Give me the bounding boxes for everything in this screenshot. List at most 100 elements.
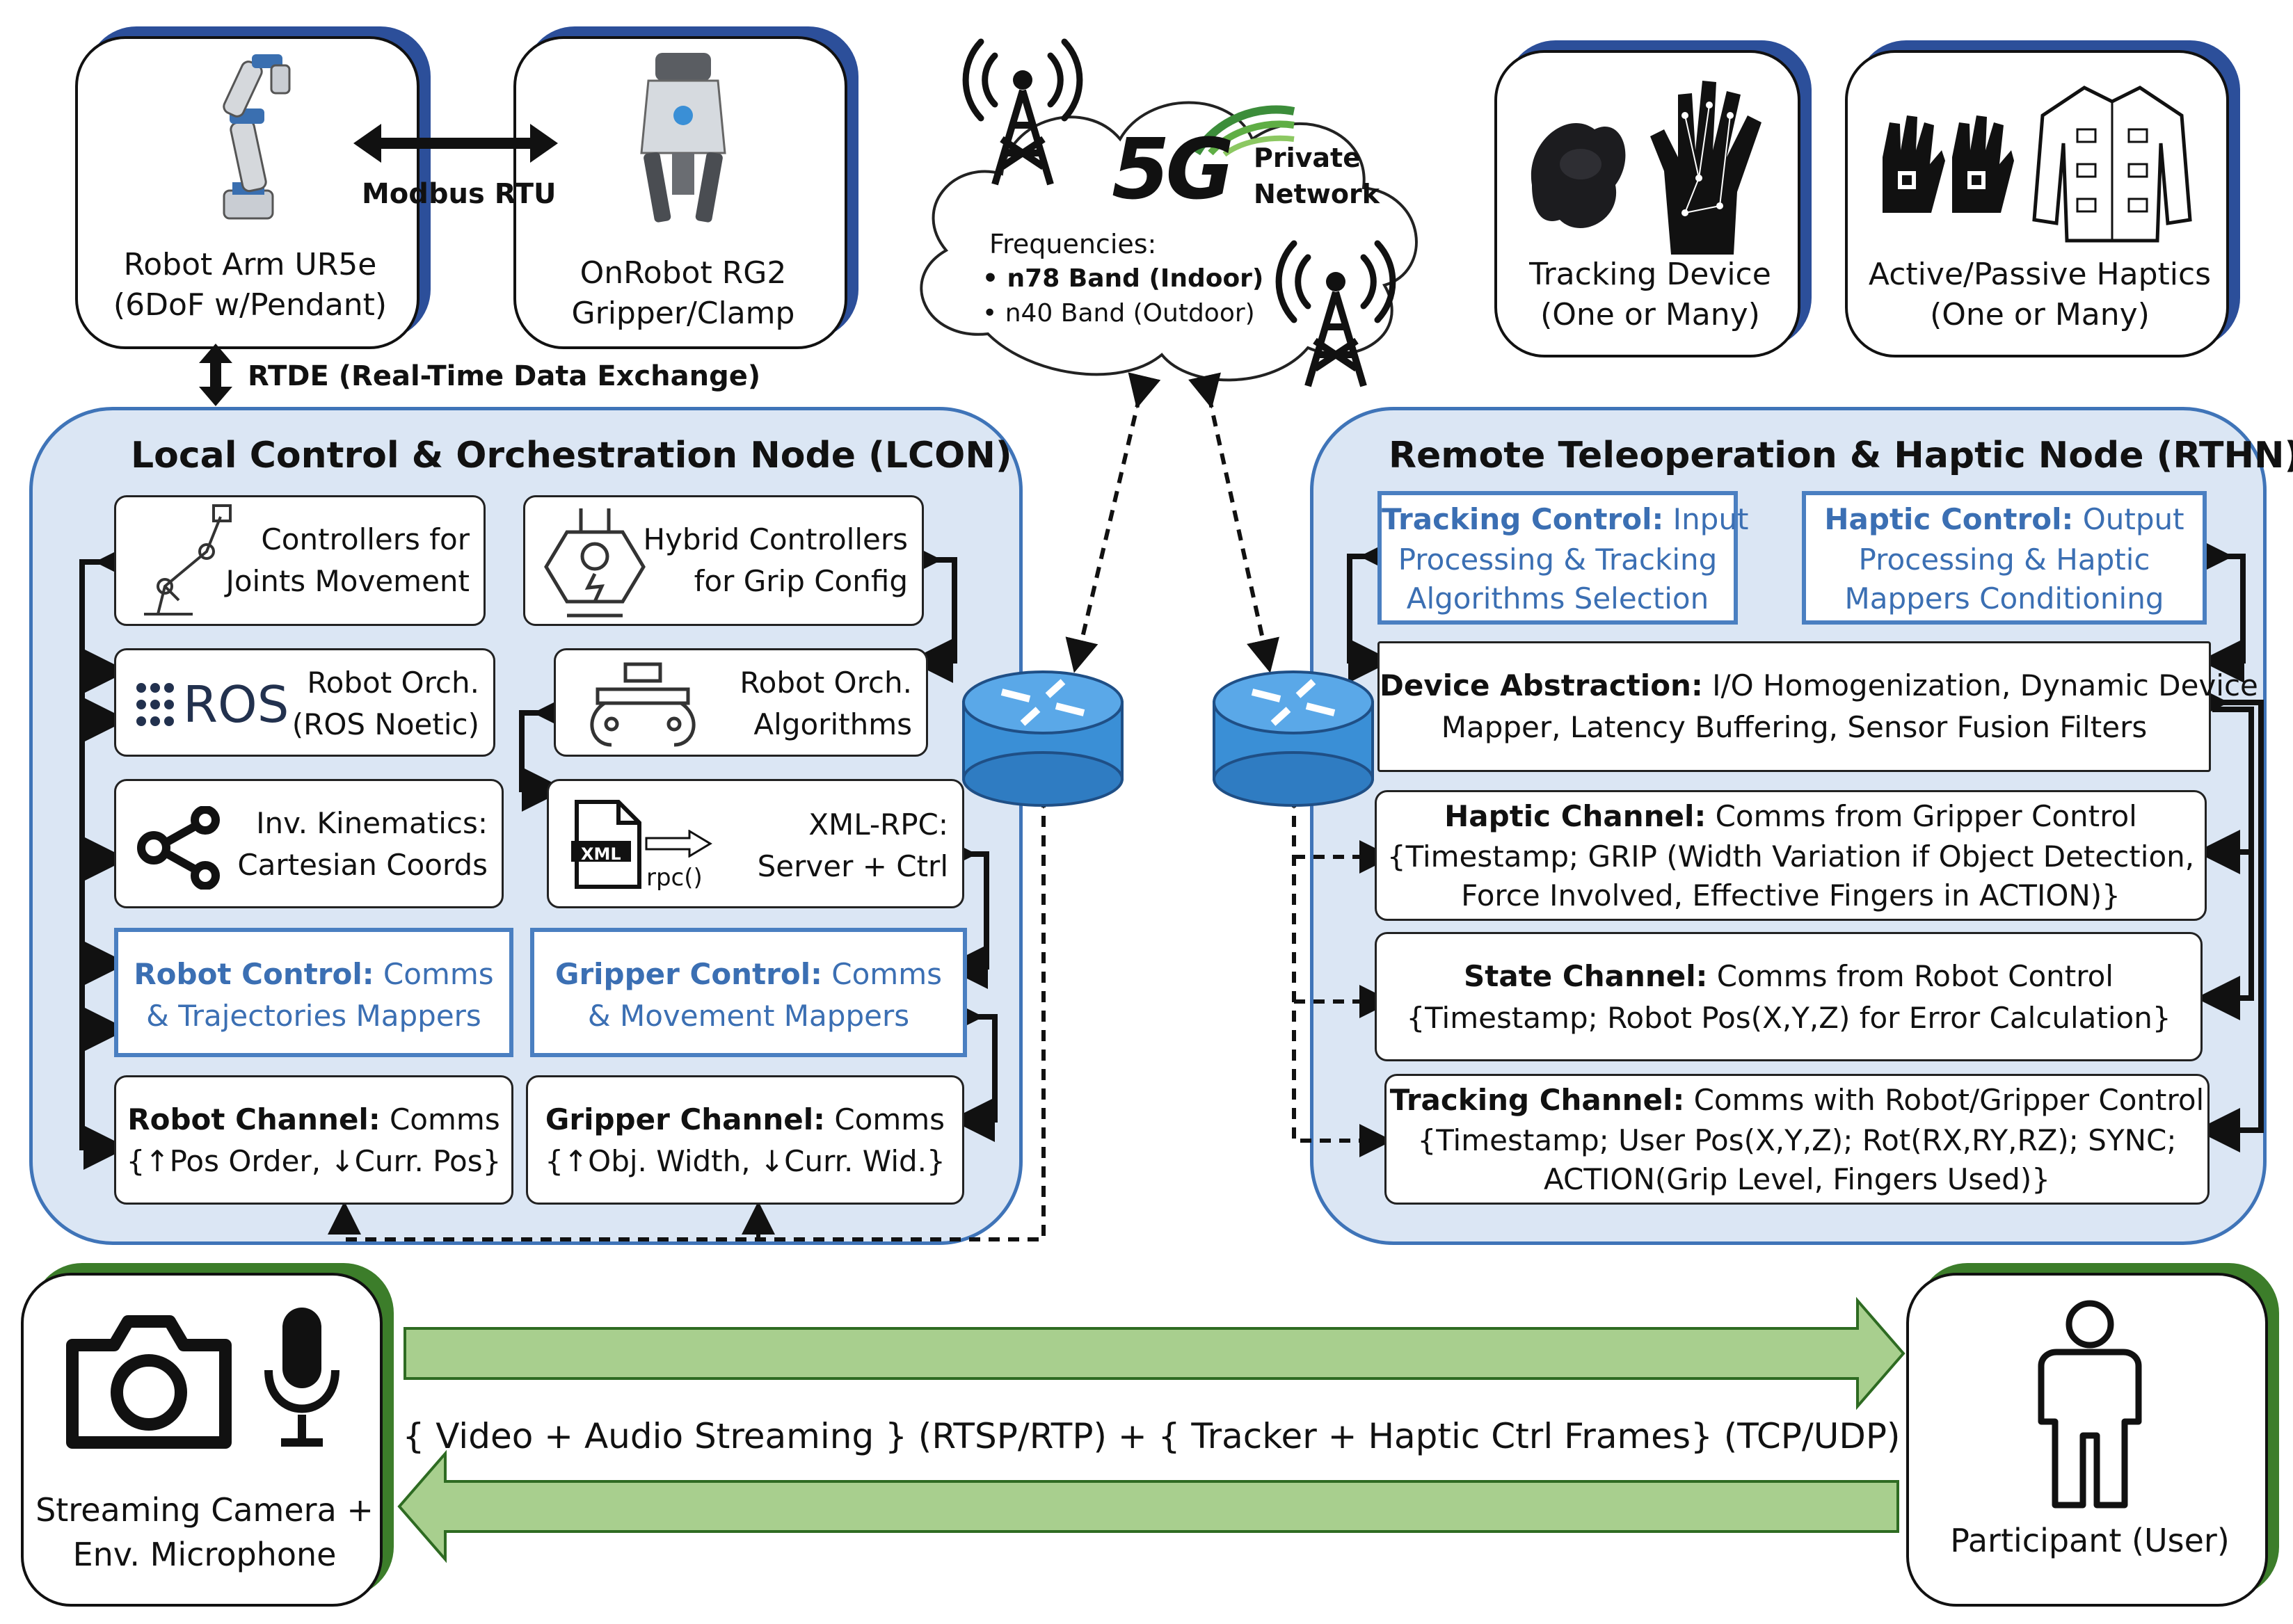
ik-label-2: Cartesian Coords xyxy=(237,848,488,882)
rthn-title: Remote Teleoperation & Haptic Node (RTHN… xyxy=(1389,435,2293,476)
tracking-channel-line2: {Timestamp; User Pos(X,Y,Z); Rot(RX,RY,R… xyxy=(1417,1123,2177,1157)
device-abstraction-bold: Device Abstraction: xyxy=(1380,668,1703,702)
hybrid-label-1: Hybrid Controllers xyxy=(643,522,908,556)
5g-waves-icon xyxy=(1192,105,1295,157)
tracking-control-line1: Tracking Control: Input xyxy=(1382,499,1748,540)
xmlrpc-label-2: Server + Ctrl xyxy=(757,849,948,883)
haptic-control-line3: Mappers Conditioning xyxy=(1844,581,2164,616)
device-abstraction-rest: I/O Homogenization, Dynamic Device xyxy=(1702,668,2258,702)
haptic-control-line2: Processing & Haptic xyxy=(1858,542,2150,577)
router-icon xyxy=(962,670,1124,807)
ros-orch-box: ROS Robot Orch. (ROS Noetic) xyxy=(114,648,495,757)
robot-control-rest: Comms xyxy=(374,957,494,991)
gripper-icon xyxy=(640,53,726,223)
state-channel-line2: {Timestamp; Robot Pos(X,Y,Z) for Error C… xyxy=(1406,1001,2171,1035)
gripper-channel-bold: Gripper Channel: xyxy=(545,1102,825,1136)
robot-channel-box: Robot Channel: Comms {↑Pos Order, ↓Curr.… xyxy=(114,1075,513,1205)
robot-channel-line2: {↑Pos Order, ↓Curr. Pos} xyxy=(126,1144,502,1178)
joints-label-2: Joints Movement xyxy=(225,564,470,598)
gripper-channel-box: Gripper Channel: Comms {↑Obj. Width, ↓Cu… xyxy=(526,1075,964,1205)
device-abstraction-line2: Mapper, Latency Buffering, Sensor Fusion… xyxy=(1441,710,2148,744)
robot-channel-bold: Robot Channel: xyxy=(127,1102,381,1136)
freq-n78: • n78 Band (Indoor) xyxy=(982,264,1264,293)
tracking-control-line2: Processing & Tracking xyxy=(1398,542,1718,577)
antenna-tower-icon xyxy=(1275,240,1396,387)
haptic-channel-line1: Haptic Channel: Comms from Gripper Contr… xyxy=(1377,796,2205,837)
tracking-device-label-1: Tracking Device xyxy=(1529,257,1771,292)
5g-logo: 5G xyxy=(1112,122,1234,218)
private-label: Private xyxy=(1254,143,1361,173)
person-icon xyxy=(2038,1300,2142,1509)
stream-label: { Video + Audio Streaming } (RTSP/RTP) +… xyxy=(402,1416,1901,1456)
microphone-icon xyxy=(264,1308,339,1447)
rtde-arrow xyxy=(199,344,232,406)
joints-controller-box: Controllers for Joints Movement xyxy=(114,495,486,626)
state-channel-bold: State Channel: xyxy=(1464,959,1708,993)
stream-arrows xyxy=(397,1296,1905,1563)
haptic-channel-rest: Comms from Gripper Control xyxy=(1706,799,2137,833)
gripper-card: OnRobot RG2 Gripper/Clamp xyxy=(513,36,847,349)
robot-arm-card: Robot Arm UR5e (6DoF w/Pendant) xyxy=(75,36,420,349)
haptics-card: Active/Passive Haptics (One or Many) xyxy=(1845,50,2229,357)
haptic-control-bold: Haptic Control: xyxy=(1824,502,2074,536)
gripper-label-1: OnRobot RG2 xyxy=(580,255,787,291)
camera-icon xyxy=(66,1315,232,1449)
joints-label-1: Controllers for xyxy=(261,522,470,556)
xmlrpc-box: XML rpc() XML-RPC: Server + Ctrl xyxy=(547,779,964,908)
tracking-device-card: Tracking Device (One or Many) xyxy=(1494,50,1800,357)
haptic-channel-bold: Haptic Channel: xyxy=(1444,799,1707,833)
device-abstraction-box: Device Abstraction: I/O Homogenization, … xyxy=(1377,641,2258,772)
haptic-control-rest: Output xyxy=(2073,502,2184,536)
ros-orch-label-2: (ROS Noetic) xyxy=(291,707,479,741)
tracking-channel-line3: ACTION(Grip Level, Fingers Used)} xyxy=(1544,1162,2050,1196)
modbus-label: Modbus RTU xyxy=(362,178,557,210)
robot-joints-icon xyxy=(144,504,232,616)
share-graph-icon xyxy=(137,806,220,890)
tracking-control-bold: Tracking Control: xyxy=(1382,502,1664,536)
state-channel-rest: Comms from Robot Control xyxy=(1707,959,2114,993)
xmlrpc-label-1: XML-RPC: xyxy=(808,807,948,842)
robot-control-line1: Robot Control: Comms xyxy=(118,954,509,995)
robot-arm-label-2: (6DoF w/Pendant) xyxy=(113,287,388,323)
gripper-control-line2: & Movement Mappers xyxy=(587,999,910,1033)
haptic-channel-line3: Force Involved, Effective Fingers in ACT… xyxy=(1461,878,2120,913)
xml-tag: XML xyxy=(581,844,621,864)
right-arrow-icon xyxy=(645,830,712,858)
robot-arm-icon xyxy=(223,54,291,220)
robot-control-bold: Robot Control: xyxy=(134,957,374,991)
state-channel-box: State Channel: Comms from Robot Control … xyxy=(1375,932,2203,1061)
gripper-label-2: Gripper/Clamp xyxy=(571,296,795,331)
router-icon xyxy=(1213,670,1374,807)
gripper-channel-rest: Comms xyxy=(824,1102,945,1136)
hybrid-controller-box: Hybrid Controllers for Grip Config xyxy=(523,495,924,626)
tracking-control-box: Tracking Control: Input Processing & Tra… xyxy=(1377,491,1748,625)
tracking-glove-icon xyxy=(1650,81,1761,255)
ros-dots-icon xyxy=(136,683,174,726)
gripper-control-line1: Gripper Control: Comms xyxy=(534,954,963,995)
device-abstraction-line1: Device Abstraction: I/O Homogenization, … xyxy=(1380,666,2258,706)
gripper-control-rest: Comms xyxy=(822,957,943,991)
vr-tracker-icon xyxy=(1531,123,1626,228)
claw-icon xyxy=(590,662,696,747)
camera-card: Streaming Camera + Env. Microphone xyxy=(21,1273,383,1607)
gripper-channel-line2: {↑Obj. Width, ↓Curr. Wid.} xyxy=(545,1144,945,1178)
tracking-channel-bold: Tracking Channel: xyxy=(1389,1083,1685,1117)
haptic-gloves-icon xyxy=(1883,115,2014,213)
haptic-channel-box: Haptic Channel: Comms from Gripper Contr… xyxy=(1375,790,2207,921)
camera-label-2: Env. Microphone xyxy=(72,1536,337,1573)
algo-orch-label-1: Robot Orch. xyxy=(740,666,912,700)
robot-channel-line1: Robot Channel: Comms xyxy=(116,1100,511,1140)
tracking-channel-line1: Tracking Channel: Comms with Robot/Gripp… xyxy=(1387,1080,2207,1120)
ros-logo: ROS xyxy=(183,675,289,734)
gripper-control-bold: Gripper Control: xyxy=(554,957,822,991)
freq-n40: • n40 Band (Outdoor) xyxy=(982,299,1255,328)
tracking-device-label-2: (One or Many) xyxy=(1540,297,1760,332)
robot-control-line2: & Trajectories Mappers xyxy=(146,999,481,1033)
modbus-arrow xyxy=(353,124,558,163)
ros-orch-label-1: Robot Orch. xyxy=(307,666,479,700)
haptics-label-2: (One or Many) xyxy=(1930,297,2150,332)
rtde-label: RTDE (Real-Time Data Exchange) xyxy=(248,360,761,392)
tracking-control-rest: Input xyxy=(1663,502,1749,536)
state-channel-line1: State Channel: Comms from Robot Control xyxy=(1377,956,2200,997)
